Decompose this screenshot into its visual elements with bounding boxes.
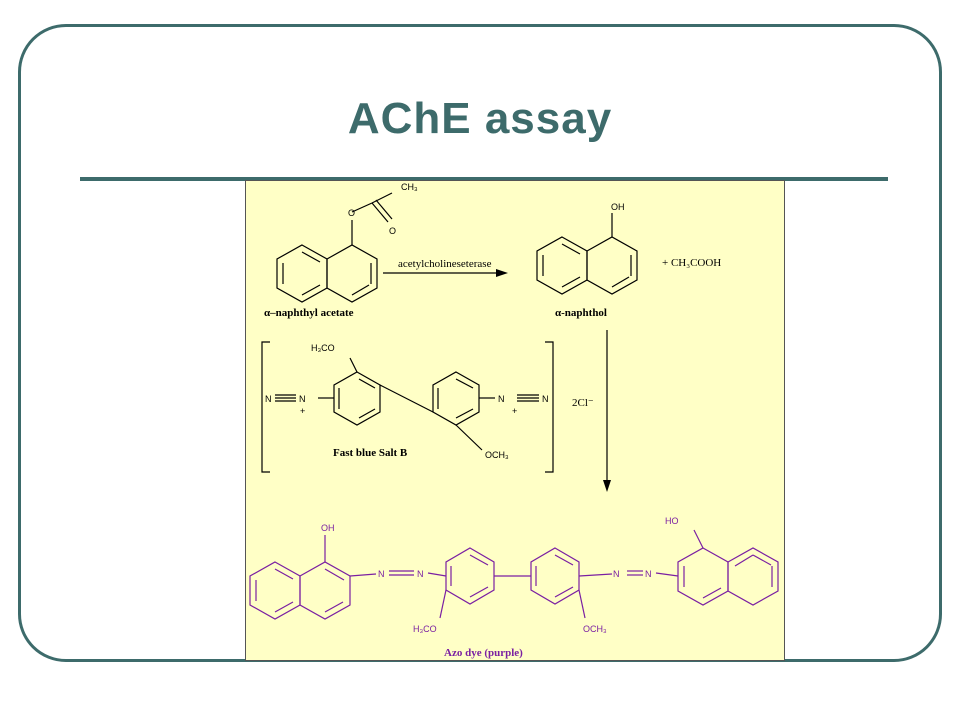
naphthyl-acetate-structure bbox=[276, 192, 393, 303]
diazo-n-right-inner: N bbox=[498, 394, 505, 404]
fast-blue-salt-structure bbox=[261, 341, 554, 473]
h3co-label: H₃CO bbox=[311, 343, 335, 353]
dye-n3: N bbox=[613, 569, 620, 579]
counter-ion: 2Cl⁻ bbox=[572, 397, 594, 409]
dye-ho-label: HO bbox=[665, 516, 679, 526]
coupling-arrowhead bbox=[603, 480, 611, 492]
oh-label: OH bbox=[611, 202, 625, 212]
dye-h3co-label: H₃CO bbox=[413, 624, 437, 634]
dye-n1: N bbox=[378, 569, 385, 579]
naphthol-structure bbox=[536, 213, 638, 295]
slide-title: AChE assay bbox=[347, 94, 613, 143]
diazo-n-left-outer: N bbox=[265, 394, 272, 404]
dye-n2: N bbox=[417, 569, 424, 579]
ch3-label: CH₃ bbox=[401, 182, 418, 192]
enzyme-label: acetylcholineseterase bbox=[398, 258, 492, 270]
final-product-name: Azo dye (purple) bbox=[444, 647, 523, 659]
diazo-n-left-inner: N bbox=[299, 394, 306, 404]
charge-plus-left: + bbox=[300, 406, 305, 416]
charge-plus-right: + bbox=[512, 406, 517, 416]
product-name: α-naphthol bbox=[555, 307, 607, 319]
title-divider bbox=[80, 177, 888, 181]
ester-oxygen-label: O bbox=[348, 208, 355, 218]
dye-oh-label: OH bbox=[321, 523, 335, 533]
och3-label: OCH₃ bbox=[485, 450, 509, 460]
diazo-n-right-outer: N bbox=[542, 394, 549, 404]
acetic-acid-byproduct: + CH₃COOH bbox=[662, 257, 721, 269]
dye-n4: N bbox=[645, 569, 652, 579]
reaction-panel bbox=[245, 180, 785, 661]
reagent-name: Fast blue Salt B bbox=[333, 447, 408, 459]
azo-dye-structure bbox=[249, 529, 779, 620]
dye-och3-label: OCH₃ bbox=[583, 624, 607, 634]
reaction-arrowhead bbox=[496, 269, 508, 277]
substrate-name: α–naphthyl acetate bbox=[264, 307, 354, 319]
carbonyl-oxygen-label: O bbox=[389, 226, 396, 236]
